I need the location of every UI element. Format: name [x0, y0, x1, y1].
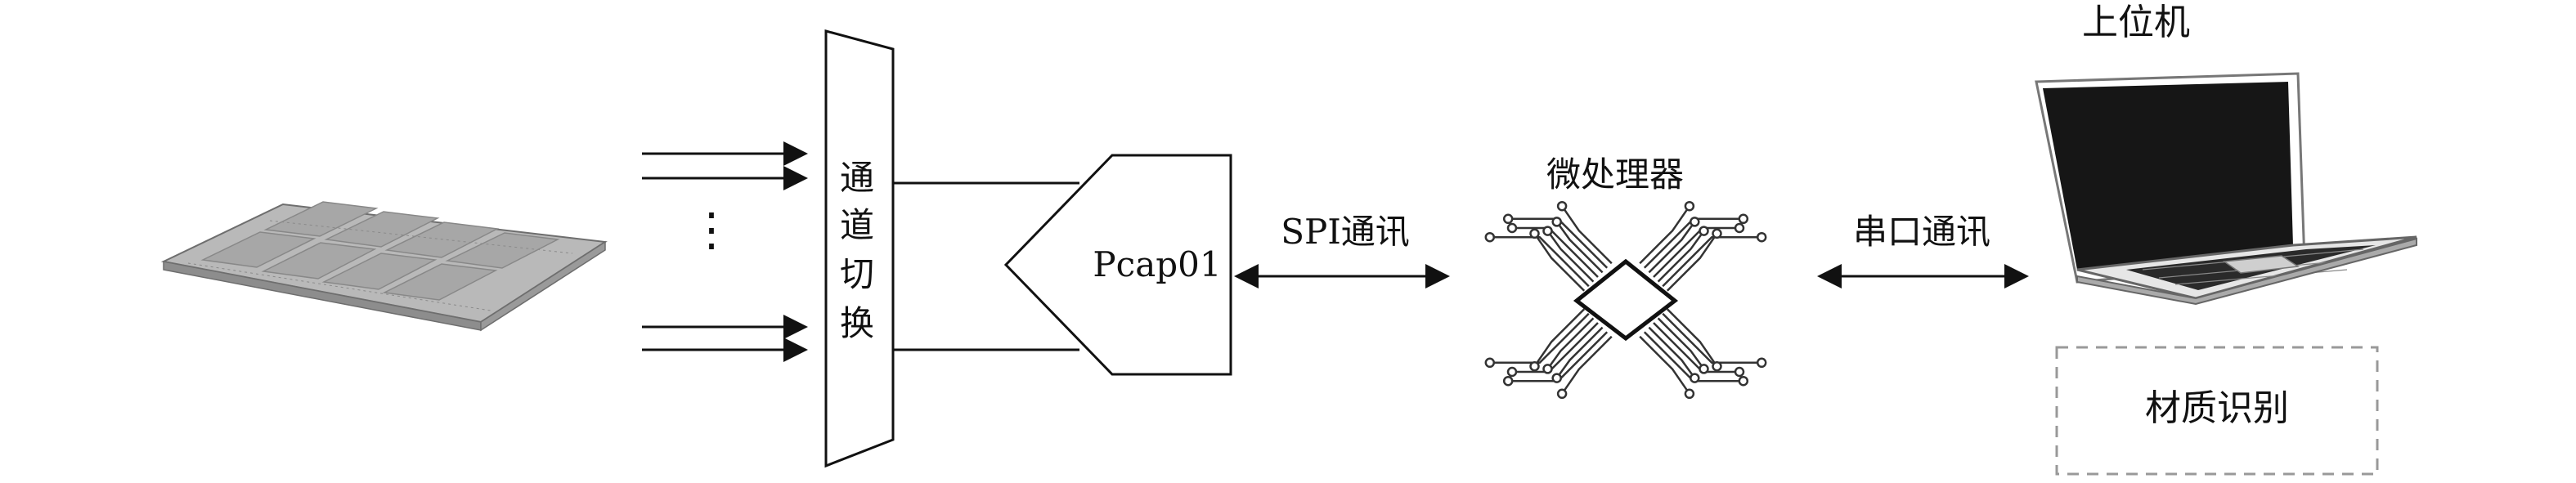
pcap01-block	[1003, 154, 1232, 376]
material-label: 材质识别	[2145, 387, 2289, 429]
chip-trace	[1533, 233, 1586, 292]
chip-pin	[1712, 360, 1722, 372]
chip-trace	[1666, 308, 1718, 367]
host-label: 上位机	[2082, 2, 2190, 43]
chip-pin	[1542, 226, 1553, 236]
chip-pin	[1738, 213, 1749, 225]
chip-pin	[1556, 388, 1568, 400]
chip-pin	[1756, 357, 1767, 369]
chip-trace	[1657, 230, 1705, 283]
chip-trace	[1489, 235, 1590, 288]
mux-char-1: 通	[840, 158, 874, 198]
chip-pin	[1699, 364, 1709, 374]
mux-to-pcap-lines	[893, 181, 1079, 351]
chip-trace	[1489, 312, 1590, 364]
chip-pin	[1551, 373, 1562, 383]
chip-pin	[1690, 373, 1700, 383]
channel-switch-block	[824, 29, 895, 468]
material-recognition-box	[2055, 346, 2379, 476]
chip-trace	[1555, 326, 1604, 379]
mcu-label: 微处理器	[1546, 154, 1684, 195]
chip-pin	[1484, 357, 1496, 369]
chip-pin	[1699, 226, 1709, 236]
chip-trace	[1561, 335, 1613, 395]
chip-trace	[1666, 233, 1718, 292]
laptop-icon	[2035, 72, 2417, 306]
chip-pin	[1734, 366, 1745, 378]
chip-trace	[1662, 235, 1762, 288]
chip-pin	[1738, 375, 1749, 387]
chip-pin	[1506, 366, 1518, 378]
chip-pin	[1502, 213, 1514, 225]
chip-pin	[1556, 200, 1568, 212]
microprocessor-chip-icon	[1484, 200, 1767, 400]
chip-pin	[1734, 222, 1745, 234]
chip-pin	[1529, 228, 1540, 239]
chip-trace	[1662, 312, 1762, 364]
chip-pin	[1484, 231, 1496, 243]
chip-trace	[1546, 230, 1595, 283]
chip-pin	[1542, 364, 1553, 374]
chip-pin	[1502, 375, 1514, 387]
sensor-plate-icon	[160, 201, 608, 332]
pcap01-label: Pcap01	[1093, 244, 1221, 284]
mux-char-3: 切	[840, 254, 874, 294]
chip-trace	[1561, 205, 1613, 265]
chip-pin	[1712, 228, 1722, 239]
chip-pin	[1551, 217, 1562, 227]
chip-trace	[1546, 317, 1595, 370]
chip-pin	[1690, 217, 1700, 227]
chip-trace	[1657, 317, 1705, 370]
chip-trace	[1648, 221, 1696, 274]
chip-trace	[1555, 221, 1604, 274]
chip-pin	[1529, 360, 1540, 372]
chip-pin	[1684, 200, 1695, 212]
mux-char-4: 换	[840, 303, 874, 343]
chip-trace	[1639, 205, 1690, 265]
chip-pin	[1506, 222, 1518, 234]
input-arrows	[642, 141, 808, 362]
spi-label: SPI通讯	[1281, 212, 1410, 252]
ellipsis-vertical: ⋮	[689, 203, 734, 257]
chip-pin	[1756, 231, 1767, 243]
chip-trace	[1533, 308, 1586, 367]
mux-char-2: 道	[840, 205, 874, 245]
serial-label: 串口通讯	[1853, 212, 1990, 252]
chip-trace	[1648, 326, 1696, 379]
chip-pin	[1684, 388, 1695, 400]
chip-trace	[1639, 335, 1690, 395]
